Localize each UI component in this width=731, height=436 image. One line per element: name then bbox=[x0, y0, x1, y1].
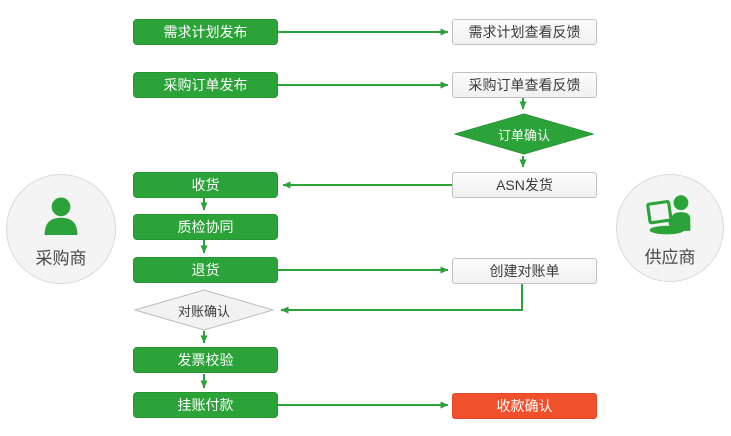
node-statement-confirm-label: 对账确认 bbox=[177, 303, 230, 319]
node-asn-shipping-label: ASN发货 bbox=[496, 177, 553, 193]
node-create-statement: 创建对账单 bbox=[452, 258, 597, 284]
node-book-payment-label: 挂账付款 bbox=[177, 397, 234, 413]
node-purchase-order-publish-label: 采购订单发布 bbox=[163, 77, 248, 93]
node-asn-shipping: ASN发货 bbox=[452, 172, 597, 198]
node-return-goods: 退货 bbox=[133, 257, 278, 283]
node-receiving: 收货 bbox=[133, 172, 278, 198]
node-invoice-verification: 发票校验 bbox=[133, 347, 278, 373]
node-purchase-order-feedback-label: 采购订单查看反馈 bbox=[468, 77, 581, 93]
node-receiving-label: 收货 bbox=[191, 177, 220, 193]
node-purchase-order-publish: 采购订单发布 bbox=[133, 72, 278, 98]
node-statement-confirm: 对账确认 bbox=[134, 289, 274, 331]
actor-supplier: 供应商 bbox=[616, 174, 724, 282]
actor-supplier-label: 供应商 bbox=[644, 247, 696, 267]
diamond-shape bbox=[454, 113, 594, 155]
node-purchase-order-feedback: 采购订单查看反馈 bbox=[452, 72, 597, 98]
node-create-statement-label: 创建对账单 bbox=[489, 263, 560, 279]
node-receipt-confirm-label: 收款确认 bbox=[496, 398, 553, 414]
node-return-goods-label: 退货 bbox=[191, 262, 220, 278]
actor-buyer-label: 采购商 bbox=[35, 248, 87, 268]
buyer-person-icon bbox=[36, 192, 86, 242]
node-demand-plan-publish-label: 需求计划发布 bbox=[163, 24, 248, 40]
supplier-laptop-person-icon bbox=[643, 191, 697, 241]
actor-buyer: 采购商 bbox=[6, 174, 116, 284]
node-demand-plan-publish: 需求计划发布 bbox=[133, 19, 278, 45]
diamond-shape bbox=[134, 289, 274, 331]
node-order-confirm: 订单确认 bbox=[454, 113, 594, 155]
node-demand-plan-feedback-label: 需求计划查看反馈 bbox=[468, 24, 581, 40]
node-quality-collaboration: 质检协同 bbox=[133, 214, 278, 240]
node-demand-plan-feedback: 需求计划查看反馈 bbox=[452, 19, 597, 45]
node-invoice-verification-label: 发票校验 bbox=[177, 352, 234, 368]
node-order-confirm-label: 订单确认 bbox=[497, 127, 550, 143]
node-quality-collaboration-label: 质检协同 bbox=[177, 219, 234, 235]
node-receipt-confirm: 收款确认 bbox=[452, 393, 597, 419]
node-book-payment: 挂账付款 bbox=[133, 392, 278, 418]
